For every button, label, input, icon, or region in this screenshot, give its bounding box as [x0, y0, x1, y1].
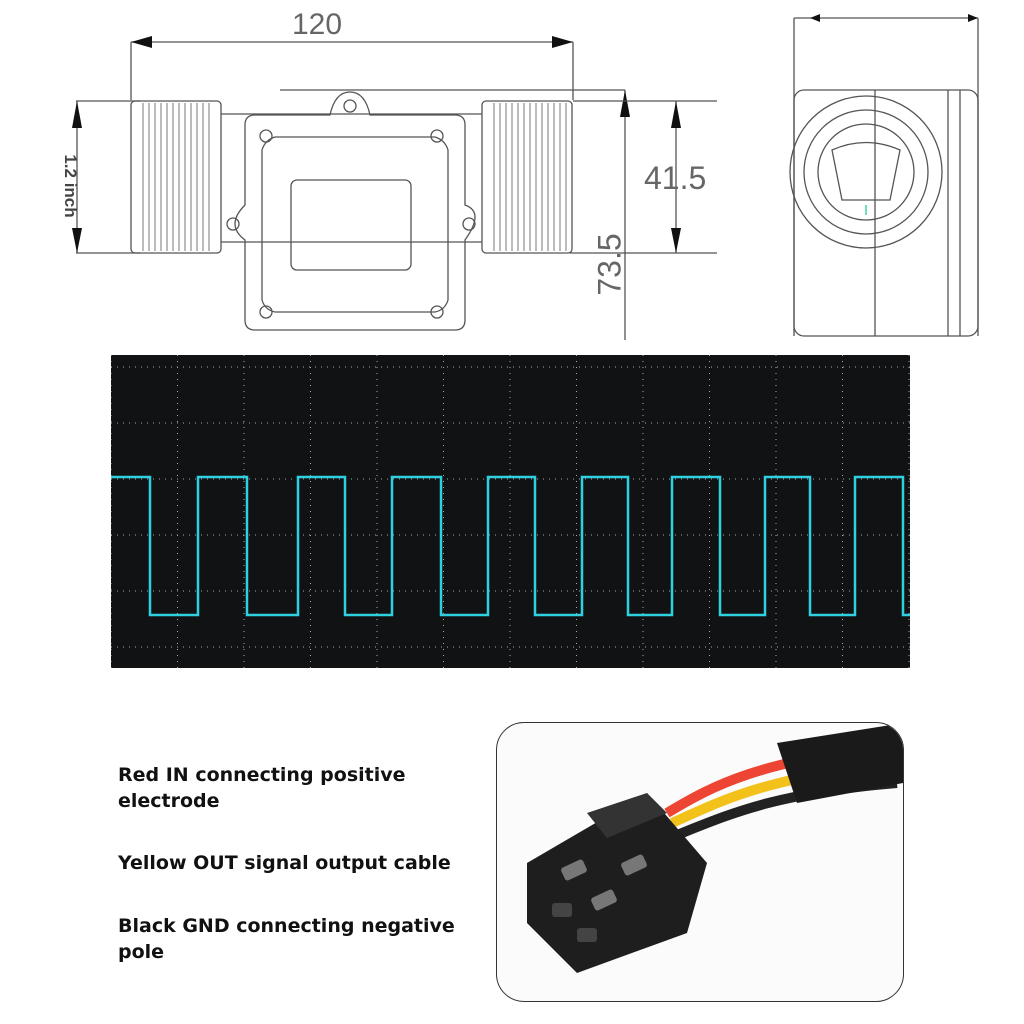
- connector-cable-icon: [527, 723, 903, 973]
- square-wave-trace: [110, 355, 910, 668]
- total-height-dimension: 73.5: [591, 233, 628, 296]
- length-dimension: 120: [292, 8, 343, 41]
- wire-label-black: Black GND connecting negative pole: [118, 915, 455, 963]
- wire-label-yellow: Yellow OUT signal output cable: [118, 852, 451, 874]
- connector-photo: [496, 722, 904, 1002]
- flow-sensor-front-drawing: [72, 36, 717, 340]
- signal-trace: [111, 475, 910, 617]
- flow-sensor-side-drawing: [789, 14, 979, 337]
- thread-dimension: 1.2 inch: [61, 154, 80, 218]
- body-height-dimension: 41.5: [644, 160, 707, 196]
- oscilloscope-screen: [110, 355, 910, 668]
- wire-label-red: Red IN connecting positive electrode: [118, 764, 406, 812]
